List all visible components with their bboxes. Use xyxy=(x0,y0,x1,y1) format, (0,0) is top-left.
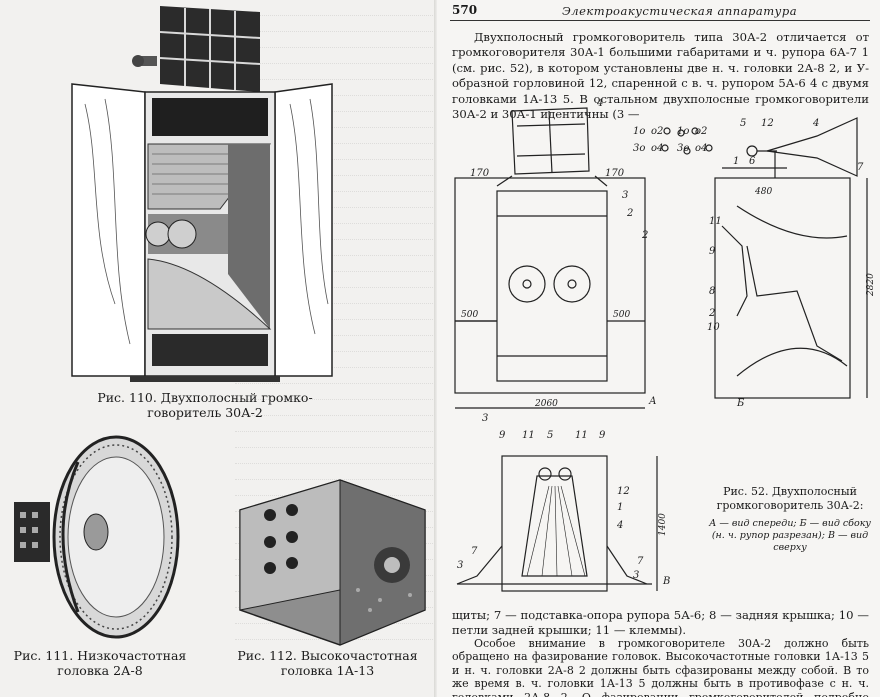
hf-driver xyxy=(239,479,426,646)
view-b-side xyxy=(661,117,868,399)
callout-2a-front: 2 xyxy=(626,208,633,219)
dim-500-left: 500 xyxy=(461,310,478,320)
header-rule xyxy=(450,20,870,21)
callout-3-top-left: 3 xyxy=(457,560,463,571)
callout-3-bottom: 3 xyxy=(482,413,488,424)
dim-1400: 1400 xyxy=(658,513,668,536)
dim-170-left: 170 xyxy=(470,168,490,179)
callout-7-side: 7 xyxy=(857,162,864,173)
callout-2b-front: 2 xyxy=(641,230,648,241)
callout-5-side: 5 xyxy=(740,118,746,129)
dim-170-right: 170 xyxy=(605,168,625,179)
dim-2820: 2820 xyxy=(866,273,876,297)
fig111-illustration xyxy=(14,435,180,639)
callout-4-side: 4 xyxy=(812,118,819,129)
terminal-1: 1о xyxy=(633,126,645,137)
terminal-2: о2 xyxy=(651,126,663,137)
callout-2-side: 2 xyxy=(708,308,715,319)
closing-paragraph: Особое внимание в громкоговорителе 30А-2… xyxy=(452,637,869,697)
callout-12-side: 12 xyxy=(761,118,774,129)
terminal-8: о4 xyxy=(695,143,707,154)
fig110-caption: Рис. 110. Двухполосный громко-говоритель… xyxy=(97,390,313,420)
fig52-caption: Рис. 52. Двухполосный громкоговоритель 3… xyxy=(716,485,864,512)
hf-horn-array xyxy=(132,6,261,92)
callout-9-top-right: 9 xyxy=(599,430,606,441)
callout-3-top-right: 3 xyxy=(633,570,639,581)
callout-4-top: 4 xyxy=(616,520,623,531)
callout-7-top-left: 7 xyxy=(471,546,478,557)
intro-paragraph: Двухполосный громкоговоритель типа 30А-2… xyxy=(452,30,869,122)
callout-5-top: 5 xyxy=(547,430,553,441)
view-a-front xyxy=(454,107,646,409)
cabinet xyxy=(71,83,333,382)
callout-11-side: 11 xyxy=(709,216,722,227)
callout-12-top: 12 xyxy=(617,486,630,497)
terminal-6: о4 xyxy=(651,143,663,154)
terminal-5: 3о xyxy=(633,143,645,154)
callout-3-front: 3 xyxy=(622,190,628,201)
terminal-4: о2 xyxy=(695,126,707,137)
fig52-drawing: 4 170 170 3 2 2 500 500 2060 3 А 1о о2 1… xyxy=(454,98,876,592)
terminal-7: 3о xyxy=(677,143,689,154)
view-label-a: А xyxy=(648,396,657,407)
callout-10-side: 10 xyxy=(707,322,720,333)
fig110-illustration xyxy=(71,6,333,382)
running-title: Электроакустическая аппаратура xyxy=(562,4,798,18)
fig112-caption: Рис. 112. Высокочастотная головка 1А-13 xyxy=(237,648,418,678)
fig52-legend: А — вид спереди; Б — вид сбоку (н. ч. ру… xyxy=(709,518,871,553)
right-page: 570 Электроакустическая аппаратура Двухп… xyxy=(437,0,880,697)
dim-2060: 2060 xyxy=(534,399,558,409)
callout-11-top-left: 11 xyxy=(522,430,535,441)
view-label-b: Б xyxy=(736,398,745,409)
fig112-illustration xyxy=(239,479,426,646)
callout-11-top-right: 11 xyxy=(575,430,588,441)
dim-500-right: 500 xyxy=(613,310,630,320)
terminal-3: 1о xyxy=(677,126,689,137)
continuation-paragraph: щиты; 7 — подставка-опора рупора 5А-6; 8… xyxy=(452,608,869,638)
callout-4-front: 4 xyxy=(596,98,603,109)
callout-9-top-left: 9 xyxy=(499,430,506,441)
callout-9-side: 9 xyxy=(709,246,716,257)
page-number: 570 xyxy=(452,3,478,17)
callout-1-side: 1 xyxy=(733,156,739,167)
view-v-top xyxy=(456,455,658,592)
callout-7-top-right: 7 xyxy=(637,556,644,567)
dim-480: 480 xyxy=(754,187,772,197)
callout-1-top: 1 xyxy=(617,502,623,513)
view-label-v: В xyxy=(662,576,670,587)
left-page: Рис. 110. Двухполосный громко-говоритель… xyxy=(0,0,437,697)
fig111-caption: Рис. 111. Низкочастотная головка 2А-8 xyxy=(13,648,187,678)
lf-driver xyxy=(14,435,180,639)
callout-8-side: 8 xyxy=(709,286,715,297)
callout-6-side: 6 xyxy=(749,156,756,167)
